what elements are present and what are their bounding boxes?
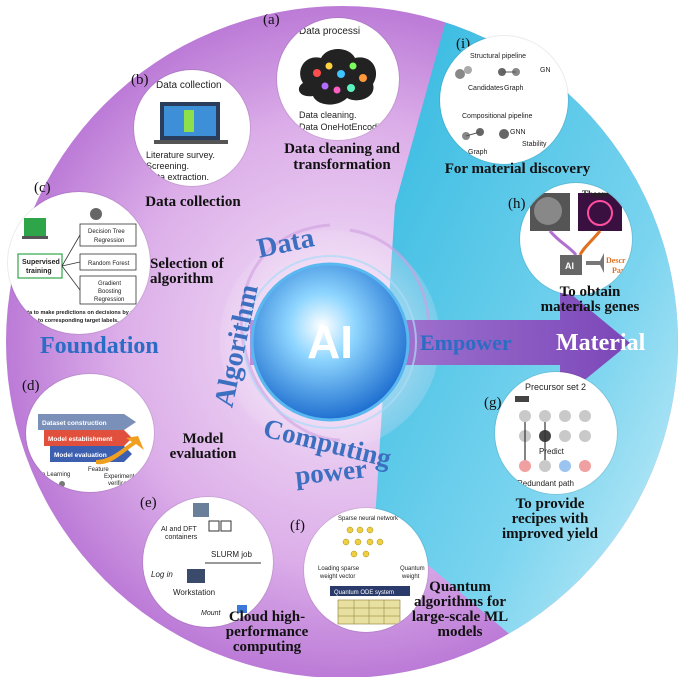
thumb-d-s3: Model evaluation [54,452,107,459]
letter-h: (h) [508,196,526,212]
ai-core-sphere [250,262,410,422]
letter-e: (e) [140,495,157,511]
caption-e-line1: Cloud high- [228,609,306,625]
thumb-c-opt3c: Regression [94,297,124,303]
thumb-e-t1b: containers [165,534,198,541]
letter-a: (a) [263,12,280,28]
section-empower: Empower [420,330,512,355]
thumb-f-t2: Loading sparse [318,566,360,572]
caption-f-line4: models [437,624,483,640]
thumb-c-opt2: Random Forest [88,261,130,267]
thumb-d-s5: Experimental [104,474,139,480]
thumb-i-t2: Candidates [468,85,504,92]
thumb-a-line1: Data cleaning. [299,110,357,120]
caption-f-line1: Quantum [429,579,491,595]
thumb-i-t3: Graph [504,85,524,92]
thumb-b-title: Data collection [156,80,222,91]
letter-g: (g) [484,395,502,411]
thumb-c-opt1: Decision Tree [88,229,125,235]
thumb-c-opt3b: Boosting [98,289,121,295]
thumb-b-line3: Data extraction. [146,172,209,182]
thumb-e-t5: Mount [201,610,222,617]
caption-f-line3: large-scale ML [411,609,509,625]
thumb-h-t3: Descr [606,256,626,265]
empower-arrow [250,285,630,400]
thumb-quantum-algorithms: Sparse neural network Loading sparse wei… [304,508,428,632]
thumb-g-t2: Predict [539,447,565,456]
caption-d-line2: evaluation [169,446,237,462]
thumb-a-line2: Data OneHotEncodin [299,122,384,132]
caption-i: For material discovery [444,161,591,177]
thumb-d-s4: Feature [88,467,109,473]
thumb-d-s2: Model establishment [48,436,113,443]
thumb-i-t5: Compositional pipeline [462,113,533,120]
thumb-c-foot2: to corresponding target labels. [38,318,119,324]
thumb-a-title: Data processi [299,26,360,37]
letter-c: (c) [34,180,51,196]
thumb-c-opt3: Gradient [98,281,121,287]
thumb-i-t7: Stability [522,141,547,148]
thumb-model-evaluation: Dataset construction Model establishment… [26,374,154,492]
ai-core-label: AI [307,316,353,368]
thumb-f-t1: Sparse neural network [338,516,399,522]
thumb-f-t4: Quantum [400,566,425,572]
letter-b: (b) [131,72,149,88]
caption-a-line2: transformation [293,157,391,173]
thumb-e-t2: SLURM job [211,550,252,559]
thumb-i-t6: GNN [510,129,526,136]
caption-f-line2: algorithms for [413,594,507,610]
section-material: Material [556,330,646,356]
thumb-g-t3: Redundant path [517,479,574,488]
thumb-b-line2: Screening. [146,161,189,171]
thumb-algorithm-selection: Supervised training Decision Tree Regres… [8,192,150,334]
thumb-g-t1: Precursor set 2 [525,382,586,392]
thumb-data-collection: Data collection Literature survey. Scree… [134,70,250,186]
letter-d: (d) [22,378,40,394]
thumb-materials-genes: Theore AI Descr Para [520,183,632,295]
caption-c-line1: Selection of [150,256,224,272]
thumb-d-s1: Dataset construction [42,420,107,427]
thumb-cloud-computing: AI and DFT containers SLURM job Log in W… [143,497,273,627]
thumb-e-t4: Workstation [173,588,215,597]
thumb-d-s5b: verification [108,481,137,487]
thumb-material-discovery: Structural pipeline Candidates Graph GN … [440,36,568,164]
thumb-f-t2b: weight vector [319,574,355,580]
letter-f: (f) [290,518,305,534]
thumb-d-s6: hine Learning [34,472,70,478]
caption-g-line3: improved yield [502,526,598,542]
thumb-e-t1: AI and DFT [161,526,198,533]
thumb-b-line1: Literature survey. [146,150,215,160]
thumb-f-t4b: weight [401,574,420,580]
thumb-i-t4: GN [540,67,551,74]
section-foundation: Foundation [40,333,159,359]
thumb-h-t3b: Para [612,266,628,275]
caption-h-line2: materials genes [540,299,640,315]
thumb-c-opt1b: Regression [94,238,124,244]
caption-b: Data collection [145,194,241,210]
thumb-i-t1: Structural pipeline [470,53,526,60]
caption-h-line1: To obtain [559,284,621,300]
thumb-f-t3: Quantum ODE system [334,590,394,596]
caption-e-line2: performance [225,624,309,640]
thumb-c-box1b: training [26,268,52,275]
caption-d-line1: Model [182,431,224,447]
caption-a-line1: Data cleaning and [284,141,400,157]
caption-g-line1: To provide [515,496,585,512]
caption-c-line2: algorithm [150,271,214,287]
thumb-i-t8: Graph [468,149,488,156]
thumb-data-processing: Data processi Data cleaning. Data OneHot… [277,18,399,140]
caption-e-line3: computing [232,639,302,655]
thumb-h-t2: AI [565,261,574,271]
thumb-synthesis-recipes: Precursor set 2 Predict Redundant path [495,372,617,494]
caption-g-line2: recipes with [511,511,589,527]
thumb-e-t3: Log in [151,570,173,579]
thumb-h-t1: Theore [582,189,609,199]
thumb-c-foot1: d data to make predictions on decisions … [16,310,135,316]
thumb-c-box1: Supervised [22,259,60,266]
